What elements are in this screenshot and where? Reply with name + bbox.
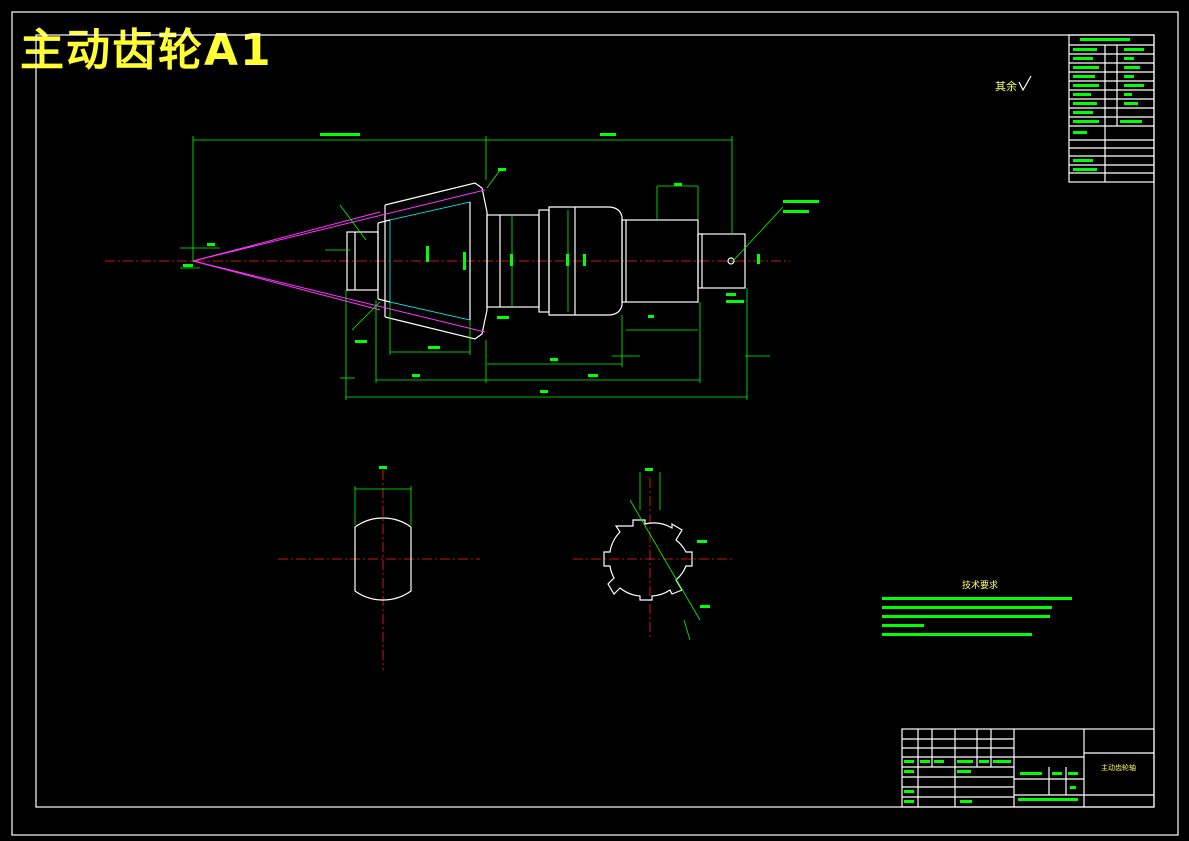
roughness-symbol <box>1018 75 1032 92</box>
tech-req-title: 技术要求 <box>962 579 998 591</box>
inner-border <box>35 34 1155 808</box>
title-block-part-name: 主动齿轮轴 <box>1101 763 1136 772</box>
section-b-view <box>603 468 710 641</box>
drawing-title: 主动齿轮A1 <box>20 25 273 76</box>
gear-parameter-table <box>1068 34 1155 183</box>
section-a-view <box>354 466 412 601</box>
outer-border <box>11 11 1179 836</box>
main-view-dimensions <box>180 133 819 400</box>
title-block: 主动齿轮轴 <box>901 728 1155 808</box>
roughness-note: 其余 <box>995 79 1017 93</box>
shaft-main-view <box>192 182 746 340</box>
technical-requirements: 技术要求 <box>882 579 1072 636</box>
